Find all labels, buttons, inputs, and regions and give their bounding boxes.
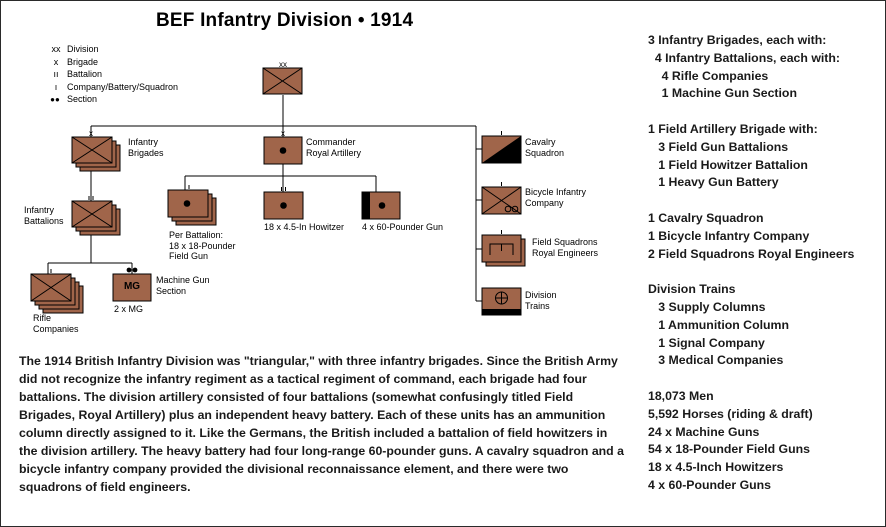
summary-line: 4 Rifle Companies xyxy=(648,68,769,83)
label-field-gun: Per Battalion: 18 x 18-Pounder Field Gun xyxy=(169,230,236,261)
connector-lines xyxy=(47,95,482,302)
svg-text:x: x xyxy=(89,129,93,138)
summary-line: 18 x 4.5-Inch Howitzers xyxy=(648,460,784,475)
legend-label-company: Company/Battery/Squadron xyxy=(67,82,179,92)
commander-ra-symbol: x xyxy=(263,129,303,165)
summary-line: 1 Signal Company xyxy=(648,335,765,350)
legend-label-battalion: Battalion xyxy=(67,69,103,79)
summary-line: 4 x 60-Pounder Guns xyxy=(648,477,771,492)
summary-line: 18,073 Men xyxy=(648,388,714,403)
summary-line: 3 Infantry Brigades, each with: xyxy=(648,33,827,47)
bicycle-company-symbol xyxy=(481,182,522,215)
summary-line: Division Trains xyxy=(648,282,736,297)
infantry-battalion-symbol xyxy=(71,196,121,236)
summary-line: 54 x 18-Pounder Field Guns xyxy=(648,442,810,457)
summary-line: 3 Medical Companies xyxy=(648,353,784,368)
legend-label-division: Division xyxy=(67,44,99,54)
summary-gap xyxy=(648,263,884,281)
summary-line: 2 Field Squadrons Royal Engineers xyxy=(648,246,855,261)
summary-gap xyxy=(648,103,884,121)
rifle-company-symbol xyxy=(30,269,84,314)
summary-line: 24 x Machine Guns xyxy=(648,424,760,439)
label-heavy-gun: 4 x 60-Pounder Gun xyxy=(362,222,444,232)
legend-symbol-section: ●● xyxy=(50,95,60,104)
legend-symbol-battalion: ıı xyxy=(53,69,59,79)
cavalry-squadron-symbol xyxy=(481,131,522,164)
infantry-brigade-symbol: x xyxy=(71,129,121,172)
label-commander-ra: Commander Royal Artillery xyxy=(306,137,362,158)
division-trains-symbol xyxy=(481,287,522,316)
summary-line: 3 Supply Columns xyxy=(648,299,766,314)
engineer-squadron-symbol xyxy=(481,230,526,267)
mg-symbol-text: MG xyxy=(123,281,141,292)
howitzer-battalion-symbol xyxy=(263,187,304,220)
machine-gun-section-symbol xyxy=(112,267,152,302)
summary-line: 1 Field Artillery Brigade with: xyxy=(648,121,818,136)
label-cavalry: Cavalry Squadron xyxy=(525,137,565,158)
org-chart: xx x x xyxy=(30,60,526,316)
legend-symbol-division: xx xyxy=(51,44,61,54)
label-mg-count: 2 x MG xyxy=(114,304,144,314)
summary-gap xyxy=(648,370,884,388)
label-trains: Division Trains xyxy=(525,290,557,311)
division-hq-symbol: xx xyxy=(262,60,303,95)
label-engineers: Field Squadrons Royal Engineers xyxy=(532,237,599,258)
heavy-gun-battery-symbol xyxy=(361,187,401,220)
summary-line: 1 Machine Gun Section xyxy=(648,86,797,101)
diagram-title: BEF Infantry Division • 1914 xyxy=(156,10,414,31)
label-howitzer: 18 x 4.5-In Howitzer xyxy=(264,222,345,232)
description-text: The 1914 British Infantry Division was "… xyxy=(19,354,624,494)
summary-line: 1 Ammunition Column xyxy=(648,317,789,332)
summary-list: 3 Infantry Brigades, each with: 4 Infant… xyxy=(648,32,884,495)
legend-symbol-brigade: x xyxy=(53,57,59,67)
label-bicycle: Bicycle Infantry Company xyxy=(525,187,587,208)
summary-line: 5,592 Horses (riding & draft) xyxy=(648,406,813,421)
summary-line: 1 Field Howitzer Battalion xyxy=(648,157,808,172)
svg-text:xx: xx xyxy=(279,60,287,69)
summary-line: 3 Field Gun Battalions xyxy=(648,139,789,154)
summary-line: 4 Infantry Battalions, each with: xyxy=(648,50,841,65)
label-rifle-companies: Rifle Companies xyxy=(33,313,79,334)
legend-symbol-company: ı xyxy=(54,82,58,92)
summary-line: 1 Bicycle Infantry Company xyxy=(648,228,810,243)
legend-label-brigade: Brigade xyxy=(67,57,99,67)
svg-text:x: x xyxy=(281,129,285,138)
label-mg-section: Machine Gun Section xyxy=(156,275,210,296)
label-infantry-brigades: Infantry Brigades xyxy=(128,137,164,158)
summary-gap xyxy=(648,192,884,210)
legend-label-section: Section xyxy=(67,94,98,104)
field-gun-battalion-symbol xyxy=(167,185,217,226)
summary-line: 1 Heavy Gun Battery xyxy=(648,175,779,190)
label-infantry-battalions: Infantry Battalions xyxy=(24,205,64,226)
summary-line: 1 Cavalry Squadron xyxy=(648,210,764,225)
